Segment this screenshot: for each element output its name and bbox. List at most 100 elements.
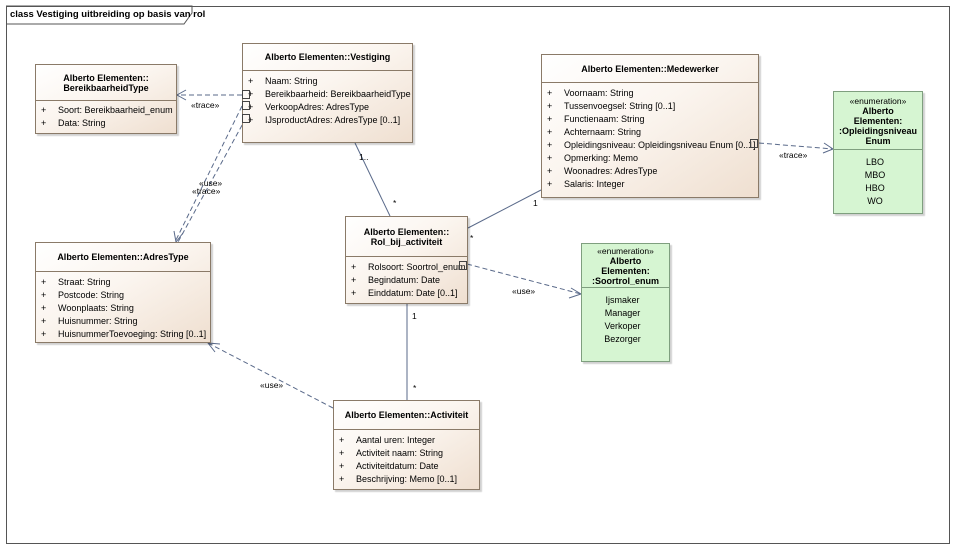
attribute-text: Functienaam: String <box>564 114 645 124</box>
visibility-marker: + <box>248 115 254 125</box>
attribute-text: Tussenvoegsel: String [0..1] <box>564 101 676 111</box>
attribute-text: IJsproductAdres: AdresType [0..1] <box>265 115 401 125</box>
class-title: Alberto Elementen::Medewerker <box>581 63 719 74</box>
class-title-line2: Rol_bij_activiteit <box>370 236 443 247</box>
enum-header: «enumeration» Alberto Elementen: :Opleid… <box>834 92 922 150</box>
trace-label-bereikbaarheid: «trace» <box>191 100 220 110</box>
visibility-marker: + <box>547 101 553 111</box>
enum-header: «enumeration» Alberto Elementen: :Soortr… <box>582 244 669 288</box>
visibility-marker: + <box>339 474 345 484</box>
enum-literal: Manager <box>604 308 641 318</box>
visibility-marker: + <box>41 118 47 128</box>
attribute-text: Data: String <box>58 118 106 128</box>
attribute-text: Activiteit naam: String <box>356 448 444 458</box>
visibility-marker: + <box>547 140 553 150</box>
attribute-row: +Bereikbaarheid: BereikbaarheidType <box>243 88 412 101</box>
attribute-text: Straat: String <box>58 277 111 287</box>
visibility-marker: + <box>41 329 47 339</box>
class-title: Alberto Elementen::Vestiging <box>264 52 391 62</box>
enum-stereotype: «enumeration» <box>597 245 654 256</box>
attribute-text: Activiteitdatum: Date <box>356 461 439 471</box>
use-line-soortrol[interactable] <box>466 263 582 295</box>
attribute-text: Woonplaats: String <box>58 303 134 313</box>
attribute-row: +Einddatum: Date [0..1] <box>346 287 467 300</box>
attribute-row: +Opleidingsniveau: Opleidingsniveau Enum… <box>542 139 758 152</box>
attribute-row: +Voornaam: String <box>542 87 758 100</box>
class-vestiging[interactable]: Alberto Elementen::Vestiging + Naam: Stri… <box>242 43 413 143</box>
enum-literal: Verkoper <box>604 321 641 331</box>
attribute-text: Huisnummer: String <box>58 316 138 326</box>
visibility-marker: + <box>248 102 254 112</box>
visibility-marker: + <box>41 303 47 313</box>
multiplicity-vestiging: 1.. <box>359 152 369 162</box>
attribute-text: Achternaam: String <box>564 127 642 137</box>
attribute-row: + Activiteitdatum: Date <box>334 460 479 473</box>
enum-literal: WO <box>867 196 883 206</box>
class-header: Alberto Elementen::AdresType <box>36 243 210 272</box>
use-label-soortrol: «use» <box>512 286 536 296</box>
enum-title-line2: :Opleidingsniveau <box>838 125 917 136</box>
class-title: Alberto Elementen::AdresType <box>57 252 189 262</box>
class-medewerker[interactable]: Alberto Elementen::Medewerker +Voornaam:… <box>541 54 759 198</box>
enum-literal: HBO <box>865 183 885 193</box>
attribute-text: VerkoopAdres: AdresType <box>265 102 370 112</box>
class-adrestype[interactable]: Alberto Elementen::AdresType + Straat: St… <box>35 242 211 343</box>
class-rol-bij-activiteit[interactable]: Alberto Elementen:: Rol_bij_activiteit +… <box>345 216 468 304</box>
attribute-text: Naam: String <box>265 76 318 86</box>
attribute-row: + Functienaam: String <box>542 113 758 126</box>
multiplicity-rol-right: * <box>470 233 474 243</box>
use-label-vestiging-adres: «use» <box>199 178 223 188</box>
visibility-marker: + <box>339 461 345 471</box>
class-activiteit[interactable]: Alberto Elementen::Activiteit +Aantal ur… <box>333 400 480 490</box>
attribute-text: Einddatum: Date [0..1] <box>368 288 458 298</box>
connector-port-marker <box>750 139 758 148</box>
attribute-row: + Woonplaats: String <box>36 302 210 315</box>
use-label-activiteit-adres: «use» <box>260 380 284 390</box>
class-bereikbaarheidtype[interactable]: Alberto Elementen:: BereikbaarheidType +… <box>35 64 177 134</box>
arrowhead <box>206 342 221 353</box>
enum-literal: MBO <box>864 170 886 180</box>
class-title-line1: Alberto Elementen:: <box>363 226 450 237</box>
attribute-row: +Woonadres: AdresType <box>542 165 758 178</box>
enum-opleidingsniveau[interactable]: «enumeration» Alberto Elementen: :Opleid… <box>833 91 923 214</box>
visibility-marker: + <box>547 114 553 124</box>
attribute-row: + IJsproductAdres: AdresType [0..1] <box>243 114 412 127</box>
visibility-marker: + <box>351 262 357 272</box>
class-title: Alberto Elementen::Activiteit <box>344 410 469 420</box>
attribute-row: + Data: String <box>36 117 176 130</box>
use-line-vestiging-adres[interactable] <box>174 105 243 243</box>
enum-title-line3: Enum <box>865 135 891 146</box>
enum-title-line1: Alberto Elementen: <box>853 105 903 126</box>
visibility-marker: + <box>41 290 47 300</box>
attribute-text: Opmerking: Memo <box>564 153 639 163</box>
trace-line-opleidingsniveau[interactable] <box>758 142 834 150</box>
diagram-title: class Vestiging uitbreiding op basis van… <box>10 9 206 20</box>
attribute-text: Postcode: String <box>58 290 125 300</box>
attribute-text: Voornaam: String <box>564 88 634 98</box>
attribute-row: +Salaris: Integer <box>542 178 758 191</box>
attribute-text: HuisnummerToevoeging: String [0..1] <box>58 329 207 339</box>
assoc-medewerker-rol[interactable] <box>467 189 542 229</box>
visibility-marker: + <box>41 316 47 326</box>
attribute-row: + Tussenvoegsel: String [0..1] <box>542 100 758 113</box>
visibility-marker: + <box>248 76 254 86</box>
class-header: Alberto Elementen::Vestiging <box>243 44 412 71</box>
connector-port-marker <box>242 90 250 99</box>
connector-port-marker <box>459 261 467 270</box>
multiplicity-activiteit: * <box>413 383 417 393</box>
connector-port-marker <box>242 114 250 123</box>
arrowhead <box>175 89 187 101</box>
enum-literal: Ijsmaker <box>605 295 640 305</box>
visibility-marker: + <box>41 105 47 115</box>
trace-label-opleidingsniveau: «trace» <box>779 150 808 160</box>
visibility-marker: + <box>547 153 553 163</box>
assoc-vestiging-rol[interactable] <box>354 142 391 217</box>
attribute-text: Aantal uren: Integer <box>356 435 436 445</box>
attribute-row: +Aantal uren: Integer <box>334 434 479 447</box>
attribute-row: + Naam: String <box>243 75 412 88</box>
attribute-row: +Begindatum: Date <box>346 274 467 287</box>
attribute-row: +Achternaam: String <box>542 126 758 139</box>
class-header: Alberto Elementen:: Rol_bij_activiteit <box>346 217 467 257</box>
enum-soortrol[interactable]: «enumeration» Alberto Elementen: :Soortr… <box>581 243 670 362</box>
